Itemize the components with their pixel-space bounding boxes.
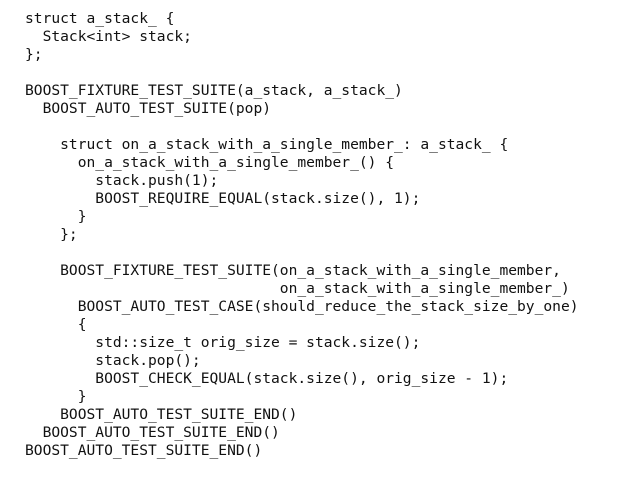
code-line: } <box>25 388 87 405</box>
code-line: stack.pop(); <box>25 352 201 369</box>
code-line: stack.push(1); <box>25 172 219 189</box>
code-line: } <box>25 208 87 225</box>
code-line: BOOST_AUTO_TEST_SUITE_END() <box>25 424 280 441</box>
code-line: BOOST_AUTO_TEST_SUITE_END() <box>25 442 263 459</box>
code-line <box>25 118 579 136</box>
code-line <box>25 244 579 262</box>
code-line: BOOST_FIXTURE_TEST_SUITE(on_a_stack_with… <box>25 262 561 279</box>
code-line: struct on_a_stack_with_a_single_member_:… <box>25 136 509 153</box>
code-line: std::size_t orig_size = stack.size(); <box>25 334 421 351</box>
code-line: BOOST_AUTO_TEST_SUITE_END() <box>25 406 298 423</box>
code-line: BOOST_CHECK_EQUAL(stack.size(), orig_siz… <box>25 370 509 387</box>
code-line: on_a_stack_with_a_single_member_) <box>25 280 570 297</box>
code-line: BOOST_FIXTURE_TEST_SUITE(a_stack, a_stac… <box>25 82 403 99</box>
code-line: Stack<int> stack; <box>25 28 192 45</box>
code-line: BOOST_AUTO_TEST_SUITE(pop) <box>25 100 272 117</box>
code-line: { <box>25 316 87 333</box>
code-line: BOOST_REQUIRE_EQUAL(stack.size(), 1); <box>25 190 421 207</box>
code-line <box>25 64 579 82</box>
code-line: }; <box>25 226 78 243</box>
code-line: on_a_stack_with_a_single_member_() { <box>25 154 395 171</box>
code-line: }; <box>25 46 43 63</box>
code-block: struct a_stack_ { Stack<int> stack;}; BOO… <box>25 10 579 460</box>
code-line: struct a_stack_ { <box>25 10 175 27</box>
code-line: BOOST_AUTO_TEST_CASE(should_reduce_the_s… <box>25 298 579 315</box>
